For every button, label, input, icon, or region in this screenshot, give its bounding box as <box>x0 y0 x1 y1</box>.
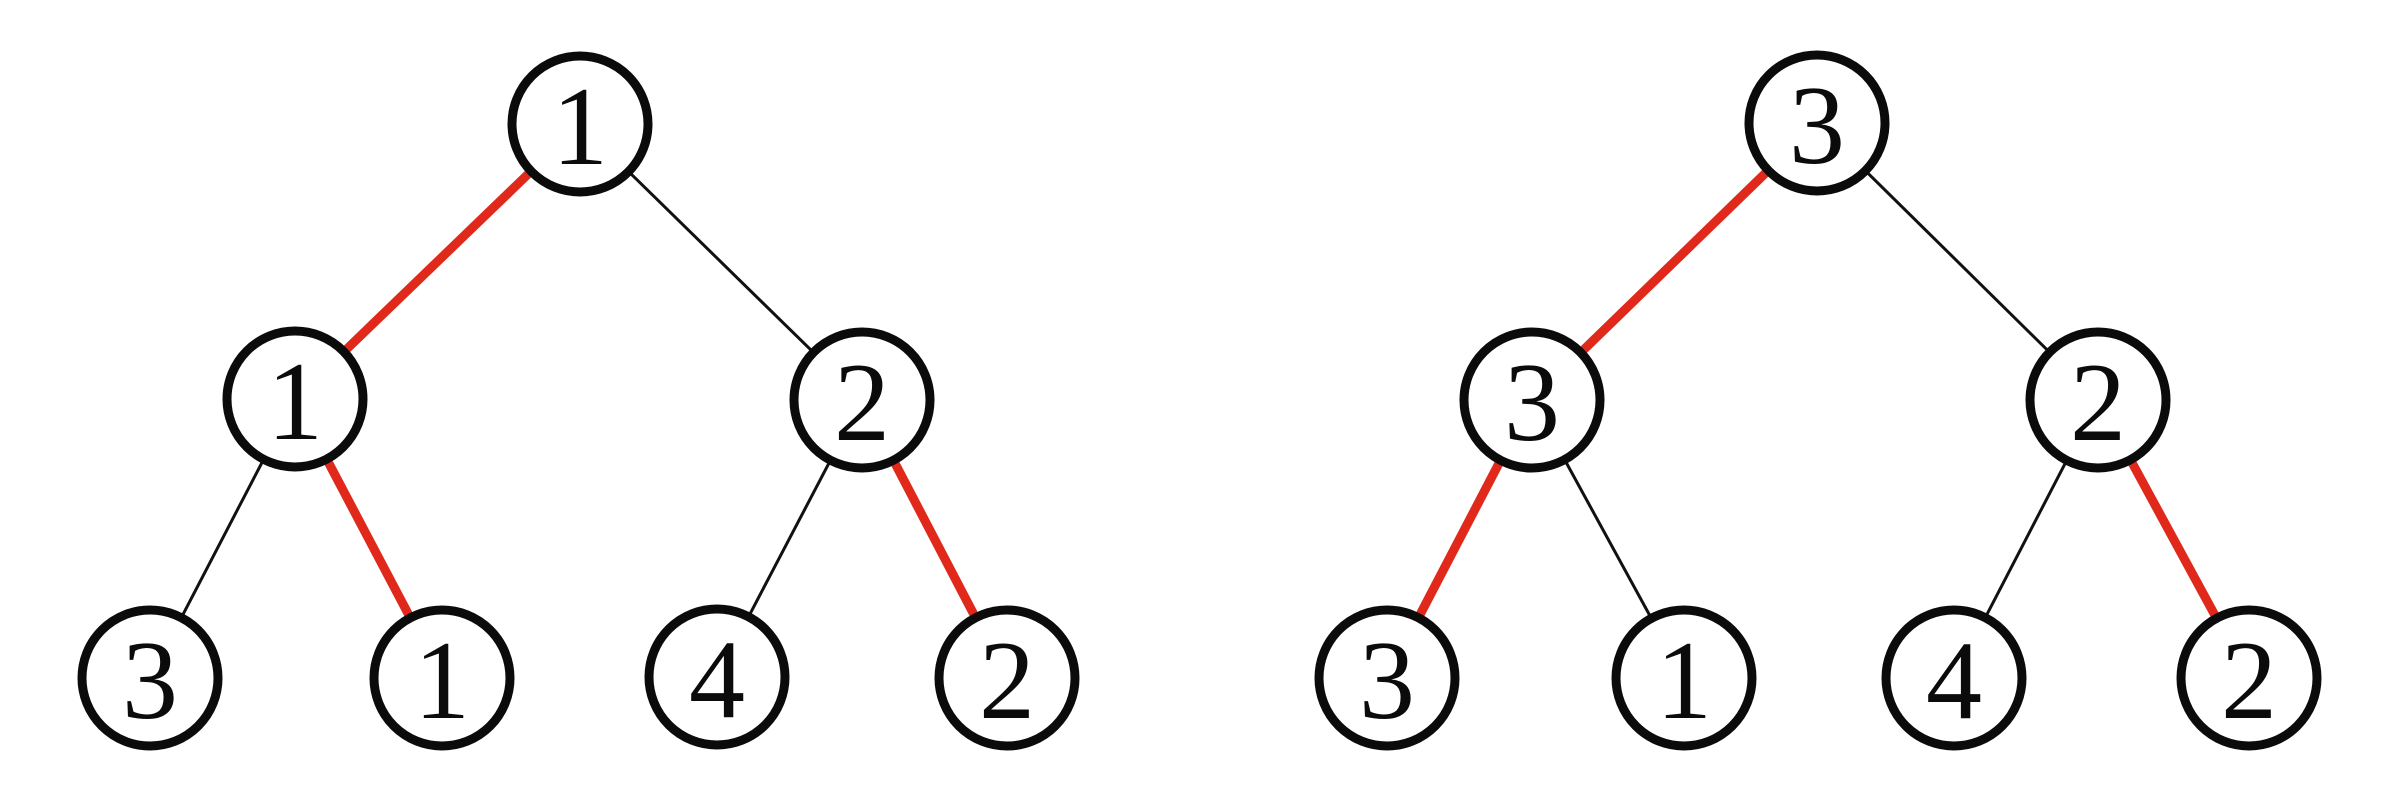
tree-edge-highlighted <box>1412 452 1507 626</box>
tree-edge <box>1861 166 2054 357</box>
tree-node-circle[interactable] <box>369 605 515 751</box>
tree-node[interactable]: 1 <box>222 326 368 472</box>
tree-edge <box>624 167 818 357</box>
tree-node[interactable]: 3 <box>77 605 223 751</box>
tree-node-circle[interactable] <box>934 605 1080 751</box>
tree-node-circle[interactable] <box>1881 605 2027 751</box>
tree-node[interactable]: 1 <box>369 605 515 751</box>
tree-edge-highlighted <box>336 163 539 360</box>
tree-node-circle[interactable] <box>1314 605 1460 751</box>
tree-node-circle[interactable] <box>2176 605 2322 751</box>
tree-node-circle[interactable] <box>1744 50 1890 196</box>
tree-node[interactable]: 2 <box>2025 327 2171 473</box>
tree-node[interactable]: 3 <box>1744 50 1890 196</box>
tree-edge-highlighted <box>320 451 417 626</box>
tree-node-circle[interactable] <box>644 604 790 750</box>
tree-node-circle[interactable] <box>507 51 653 197</box>
tree-node[interactable]: 3 <box>1459 327 1605 473</box>
tree-node[interactable]: 1 <box>507 51 653 197</box>
tree-edge <box>745 455 834 622</box>
tree-node[interactable]: 2 <box>934 605 1080 751</box>
tree-node[interactable]: 2 <box>789 327 935 473</box>
tree-node[interactable]: 1 <box>1611 605 1757 751</box>
tree-edge <box>1561 454 1655 624</box>
tree-edge-highlighted <box>887 452 982 626</box>
tree-node[interactable]: 2 <box>2176 605 2322 751</box>
tree-node-circle[interactable] <box>1611 605 1757 751</box>
tree-node-circle[interactable] <box>77 605 223 751</box>
tree-node[interactable]: 4 <box>1881 605 2027 751</box>
edges-layer <box>178 163 2223 627</box>
tree-node-circle[interactable] <box>1459 327 1605 473</box>
tree-node[interactable]: 3 <box>1314 605 1460 751</box>
tree-node-circle[interactable] <box>222 326 368 472</box>
tree-edge-highlighted <box>2124 451 2223 627</box>
tree-node-circle[interactable] <box>2025 327 2171 473</box>
tree-node[interactable]: 4 <box>644 604 790 750</box>
tree-edge <box>178 454 267 623</box>
tree-node-circle[interactable] <box>789 327 935 473</box>
tree-edge <box>1981 455 2071 623</box>
tree-edge-highlighted <box>1573 163 1776 360</box>
